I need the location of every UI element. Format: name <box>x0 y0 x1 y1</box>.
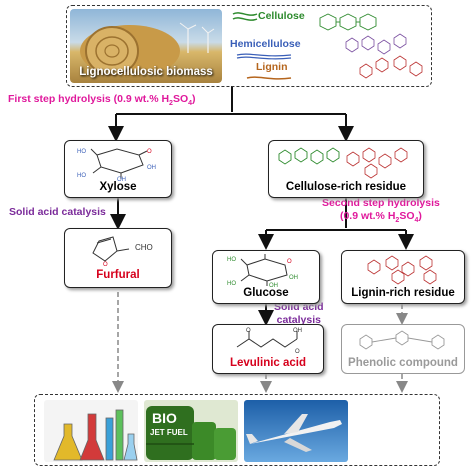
phenolic-box: Phenolic compound <box>341 324 465 374</box>
biomass-photo: Lignocellulosic biomass <box>70 9 222 83</box>
glucose-structure-icon: HO HO OH O OH <box>227 254 298 287</box>
levulinic-box: O OH O Levulinic acid <box>212 324 324 374</box>
solid-acid-catalysis-label: Solid acid catalysis <box>9 206 106 218</box>
cellulose-fiber-icon <box>232 12 258 21</box>
bio-jet-fuel-image: BIO JET FUEL <box>144 400 238 462</box>
first-hydrolysis-sub-4: 4 <box>188 100 193 108</box>
svg-text:O: O <box>287 259 292 265</box>
legend-lignin-label: Lignin <box>256 61 288 73</box>
hay-bale-icon <box>80 22 215 77</box>
solid-acid-2-line2: catalysis <box>276 314 321 326</box>
cellulose-residue-structure-icon <box>278 147 408 179</box>
svg-text:OH: OH <box>147 165 156 171</box>
svg-text:OH: OH <box>293 328 302 334</box>
flask-icon <box>53 409 138 461</box>
biomass-caption: Lignocellulosic biomass <box>79 66 213 78</box>
furfural-cho-label: CHO <box>135 243 153 252</box>
svg-text:O: O <box>246 328 251 334</box>
phenolic-structure-icon <box>359 330 445 350</box>
xylose-label: Xylose <box>99 181 137 193</box>
furfural-label: Furfural <box>96 269 140 281</box>
legend-hemicellulose: Hemicellulose <box>230 38 301 50</box>
airplane-image <box>244 400 348 462</box>
second-hydrolysis-so: SO <box>399 210 415 222</box>
first-hydrolysis-close: ) <box>192 93 196 105</box>
solid-acid-catalysis-text: Solid acid catalysis <box>9 206 106 218</box>
first-hydrolysis-text: First step hydrolysis (0.9 wt.% H <box>8 93 170 105</box>
xylose-box: HO HO OH O OH Xylose <box>64 140 172 198</box>
second-hydrolysis-sub-4: 4 <box>414 217 419 225</box>
second-hydrolysis-label: Second step hydrolysis (0.9 wt.% H2SO4) <box>322 197 440 227</box>
airplane-icon <box>246 414 342 452</box>
first-hydrolysis-label: First step hydrolysis (0.9 wt.% H2SO4) <box>8 93 196 107</box>
cellulose-residue-box: Cellulose-rich residue <box>268 140 424 198</box>
fuel-drum-text-2: JET FUEL <box>150 428 188 437</box>
first-hydrolysis-sub-2: 2 <box>169 100 173 108</box>
lignin-fiber-icon <box>246 76 292 80</box>
solid-acid-2-line1: Solid acid <box>274 301 324 313</box>
svg-text:OH: OH <box>289 275 298 281</box>
fuel-drum-icon <box>146 406 236 460</box>
second-hydrolysis-close: ) <box>418 210 422 222</box>
levulinic-label: Levulinic acid <box>229 357 307 369</box>
legend-cellulose: Cellulose <box>258 10 305 22</box>
lignin-residue-label: Lignin-rich residue <box>351 287 455 299</box>
first-hydrolysis-so: SO <box>172 93 189 105</box>
svg-text:O: O <box>147 149 152 155</box>
glucose-label: Glucose <box>243 287 289 299</box>
second-hydrolysis-text: (0.9 wt.% H <box>339 210 396 222</box>
furfural-structure-icon: O <box>92 236 130 267</box>
levulinic-structure-icon: O OH O <box>236 328 302 355</box>
phenolic-label: Phenolic compound <box>348 357 458 369</box>
second-hydrolysis-sub-2: 2 <box>395 217 400 225</box>
solid-acid-catalysis-2-label: Solid acid catalysis <box>274 301 324 327</box>
svg-text:HO: HO <box>227 281 236 287</box>
cellulose-residue-label: Cellulose-rich residue <box>285 181 407 193</box>
composition-legend: Cellulose Hemicellulose Lignin <box>226 8 428 84</box>
legend-lignin: Lignin <box>256 61 288 73</box>
svg-text:O: O <box>295 349 300 355</box>
second-hydrolysis-line1: Second step hydrolysis <box>322 197 440 209</box>
svg-text:HO: HO <box>77 149 86 155</box>
legend-hemicellulose-label: Hemicellulose <box>230 38 301 50</box>
furfural-box: O CHO Furfural <box>64 228 172 288</box>
svg-text:OH: OH <box>117 177 126 181</box>
hemicellulose-fiber-icon <box>236 53 292 60</box>
products-panel <box>34 394 440 466</box>
polymer-structures-icon <box>319 13 423 79</box>
biomass-panel <box>66 5 432 87</box>
fuel-drum-text-1: BIO <box>152 410 177 426</box>
svg-text:HO: HO <box>227 257 236 263</box>
lignin-residue-structure-icon <box>367 255 437 285</box>
legend-cellulose-label: Cellulose <box>258 10 305 22</box>
second-hydrolysis-line2: (0.9 wt.% H2SO4) <box>322 210 440 227</box>
svg-text:OH: OH <box>269 283 278 287</box>
xylose-structure-icon: HO HO OH O OH <box>77 148 156 181</box>
svg-text:HO: HO <box>77 173 86 179</box>
lab-glassware-image <box>44 400 138 462</box>
svg-text:O: O <box>103 262 108 267</box>
glucose-box: HO HO OH O OH Glucose <box>212 250 320 304</box>
lignin-residue-box: Lignin-rich residue <box>341 250 465 304</box>
